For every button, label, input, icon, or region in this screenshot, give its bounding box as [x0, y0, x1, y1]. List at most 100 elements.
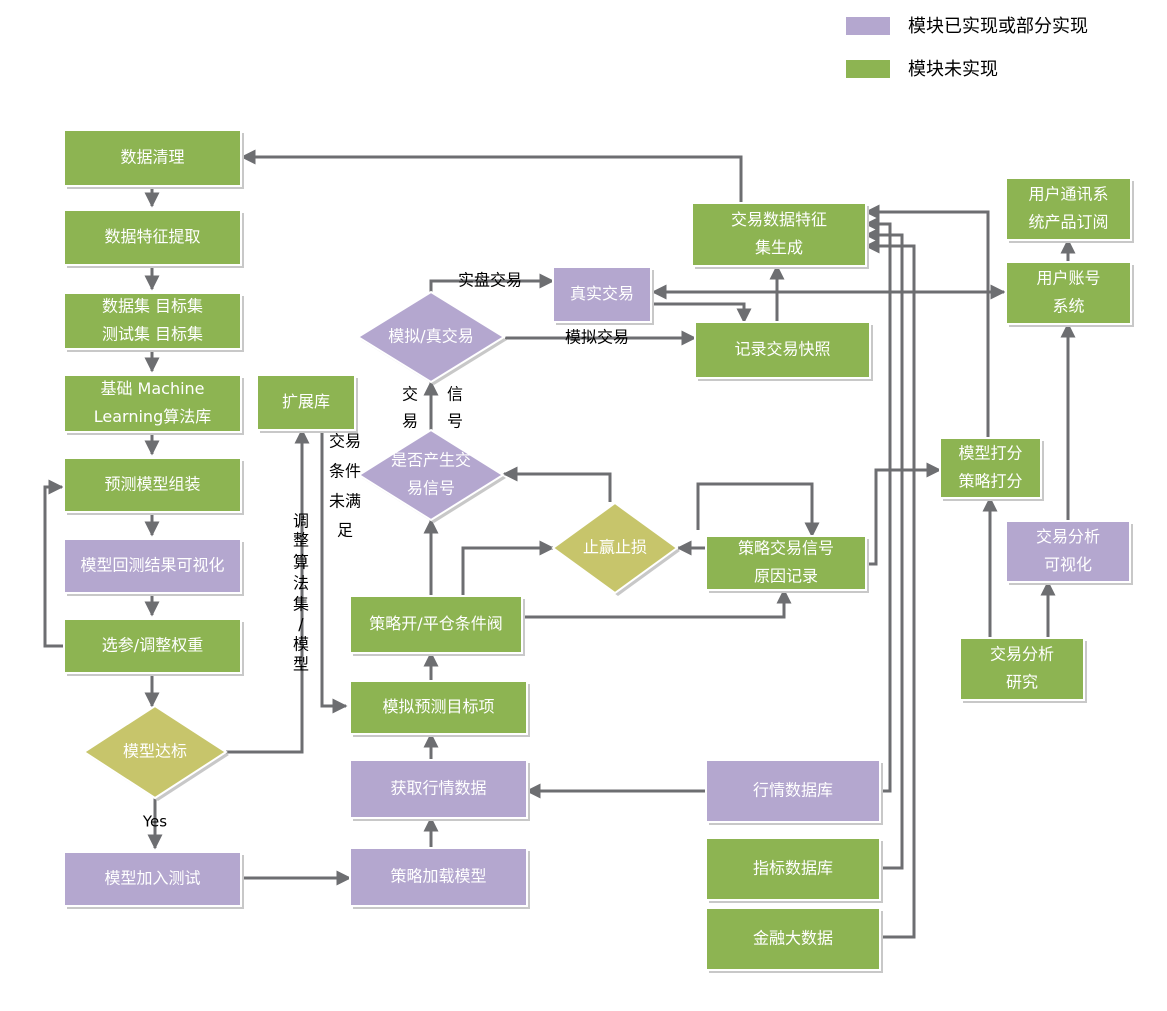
node-label: 策略打分	[958, 472, 1022, 491]
node-box	[63, 851, 242, 907]
node-model-ok[interactable]: 模型达标	[82, 704, 229, 801]
node-market-db[interactable]: 行情数据库	[705, 759, 883, 825]
node-load-model[interactable]: 策略加载模型	[349, 847, 530, 909]
node-label: 策略交易信号	[738, 539, 834, 558]
node-label: 模型打分	[958, 444, 1022, 463]
node-box	[694, 321, 871, 379]
label-adjust-7: 模	[293, 635, 309, 654]
node-tune-params[interactable]: 选参/调整权重	[63, 618, 244, 676]
node-label: 基础 Machine	[100, 379, 204, 398]
node-model-assemble[interactable]: 预测模型组装	[63, 457, 244, 515]
edge-stop-sigreason	[696, 482, 820, 538]
label-unmet-4: 足	[337, 521, 353, 540]
node-label: 指标数据库	[753, 859, 833, 878]
label-sim-trade: 模拟交易	[565, 328, 629, 347]
node-get-market-data[interactable]: 获取行情数据	[349, 759, 530, 821]
node-label: 数据清理	[120, 148, 184, 167]
node-label: 记录交易快照	[734, 340, 830, 359]
edges	[43, 149, 1076, 939]
node-bigdata[interactable]: 金融大数据	[705, 907, 883, 973]
node-add-to-test[interactable]: 模型加入测试	[63, 851, 244, 909]
node-label: 系统	[1052, 297, 1084, 316]
node-indicator-db[interactable]: 指标数据库	[705, 837, 883, 903]
label-real-trade: 实盘交易	[458, 271, 522, 290]
node-sim-or-real[interactable]: 模拟/真交易	[356, 290, 507, 385]
label-adjust-6: /	[298, 615, 304, 634]
node-box	[63, 209, 242, 266]
node-box	[705, 535, 867, 591]
node-label: 研究	[1006, 673, 1038, 692]
node-label: 用户账号	[1036, 269, 1100, 288]
node-box	[1005, 177, 1132, 241]
node-label: 行情数据库	[753, 781, 833, 800]
node-backtest-visual[interactable]: 模型回测结果可视化	[63, 538, 244, 596]
node-open-close-threshold[interactable]: 策略开/平仓条件阀	[349, 595, 525, 656]
node-sim-predict[interactable]: 模拟预测目标项	[349, 680, 530, 737]
node-box	[939, 437, 1042, 499]
node-label: 获取行情数据	[390, 779, 486, 798]
label-signal-2: 易	[402, 412, 418, 431]
node-box	[63, 292, 242, 350]
node-stop-profit-loss[interactable]: 止赢止损	[551, 501, 680, 596]
label-adjust-3: 算	[293, 553, 309, 572]
label-adjust-4: 法	[293, 574, 309, 593]
node-label: 模型回测结果可视化	[80, 556, 224, 575]
node-box	[63, 374, 242, 433]
node-box	[63, 457, 242, 513]
node-label: 止赢止损	[583, 538, 647, 557]
node-label: 用户通讯系	[1028, 185, 1108, 204]
edge-sigreason-score	[866, 462, 942, 566]
node-label: 策略开/平仓条件阀	[369, 614, 502, 633]
label-signal-1: 交	[402, 385, 418, 404]
node-box	[349, 680, 528, 735]
edge-labels: 实盘交易 模拟交易 交 易 信 号 交易 条件 未满 足 调 整 算 法 集 /…	[142, 271, 629, 831]
node-label: 可视化	[1044, 555, 1092, 574]
node-box	[705, 837, 881, 901]
node-label: 统产品订阅	[1028, 213, 1108, 232]
edge-marketdb-tradefeat	[864, 216, 892, 793]
edge-extlib-simpredict	[320, 430, 348, 714]
node-box	[349, 595, 523, 654]
node-label: 数据集 目标集	[102, 297, 203, 316]
label-unmet-3: 未满	[329, 492, 361, 511]
edge-tune-assemble-loop	[43, 479, 64, 648]
node-label: 真实交易	[570, 284, 634, 303]
node-label: 易信号	[407, 479, 455, 498]
node-label: 模拟/真交易	[388, 327, 473, 346]
legend-swatch-purple	[846, 17, 890, 35]
node-extension-library[interactable]: 扩展库	[256, 374, 358, 433]
edge-stop-gensignal	[502, 466, 612, 502]
node-data-clean[interactable]: 数据清理	[63, 129, 244, 189]
node-label: 交易分析	[1036, 527, 1100, 546]
node-diamond	[82, 704, 228, 800]
legend: 模块已实现或部分实现 模块未实现	[846, 16, 1088, 80]
node-trade-snapshot[interactable]: 记录交易快照	[694, 321, 873, 381]
node-label: 交易分析	[990, 645, 1054, 664]
legend-swatch-green	[846, 60, 890, 78]
edge-threshold-sigreason	[522, 588, 792, 619]
node-feature-extract[interactable]: 数据特征提取	[63, 209, 244, 268]
label-unmet-2: 条件	[329, 462, 361, 481]
node-label: 选参/调整权重	[102, 636, 203, 655]
node-box	[63, 618, 242, 674]
edge-bigdata-tradefeat	[864, 238, 916, 939]
edge-modelok-extlib	[226, 428, 310, 754]
node-box	[1005, 520, 1131, 583]
node-real-trade[interactable]: 真实交易	[552, 266, 654, 325]
node-box	[705, 907, 881, 971]
node-box	[349, 847, 528, 907]
edge-tradefeat-clean	[240, 149, 743, 203]
legend-label-unimplemented: 模块未实现	[908, 59, 998, 80]
